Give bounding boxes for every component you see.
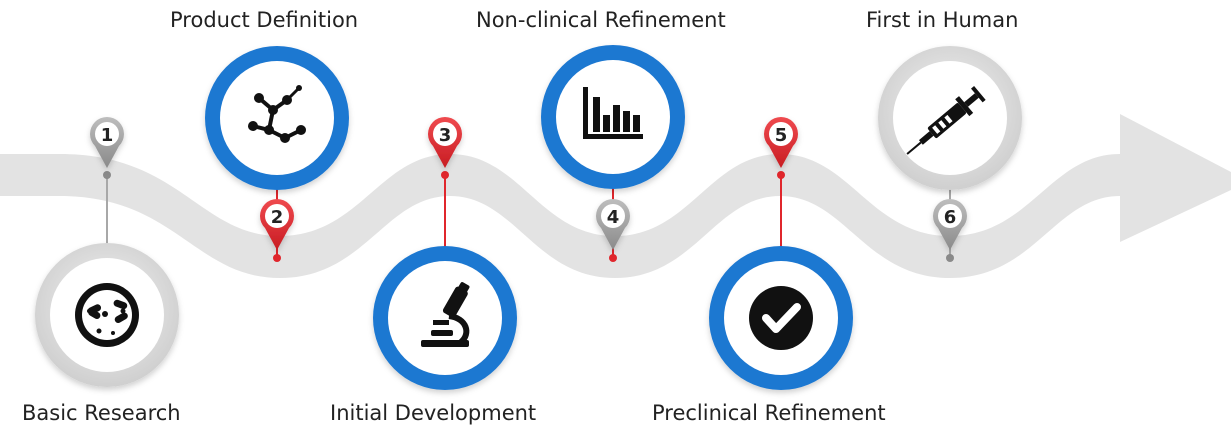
step-4: 4 [541,45,685,262]
step-1: 1 [35,116,179,387]
timeline-path [0,114,1231,278]
step-4-pin: 4 [596,198,630,250]
step-3-number: 3 [439,125,452,146]
step-3-label: Initial Development [330,401,537,425]
step-1-label: Basic Research [22,401,181,425]
step-2-label: Product Definition [170,8,359,32]
step-6-pin: 6 [933,198,967,250]
step-3-pin: 3 [428,116,462,168]
molecule-icon [248,85,306,143]
syringe-icon [906,86,986,155]
step-6: 6 [878,46,1022,262]
step-5: 5 [709,116,853,390]
bacteria-icon [75,283,139,347]
step-2-circle [205,46,349,190]
step-4-number: 4 [607,207,620,228]
step-4-label: Non-clinical Refinement [476,8,726,32]
step-5-pin: 5 [764,116,798,168]
step-6-label: First in Human [866,8,1019,32]
step-2-pin: 2 [260,198,294,250]
step-1-number: 1 [101,125,114,146]
step-1-pin: 1 [90,116,125,168]
step-3: 3 [373,116,517,390]
bar-chart-icon [583,87,643,139]
step-2-number: 2 [271,207,284,228]
check-circle-icon [749,286,813,350]
step-5-number: 5 [775,125,788,146]
step-3-circle [373,246,517,390]
step-2: 2 [205,46,349,262]
step-6-number: 6 [944,207,957,228]
microscope-icon [421,282,470,347]
step-5-label: Preclinical Refinement [652,401,886,425]
